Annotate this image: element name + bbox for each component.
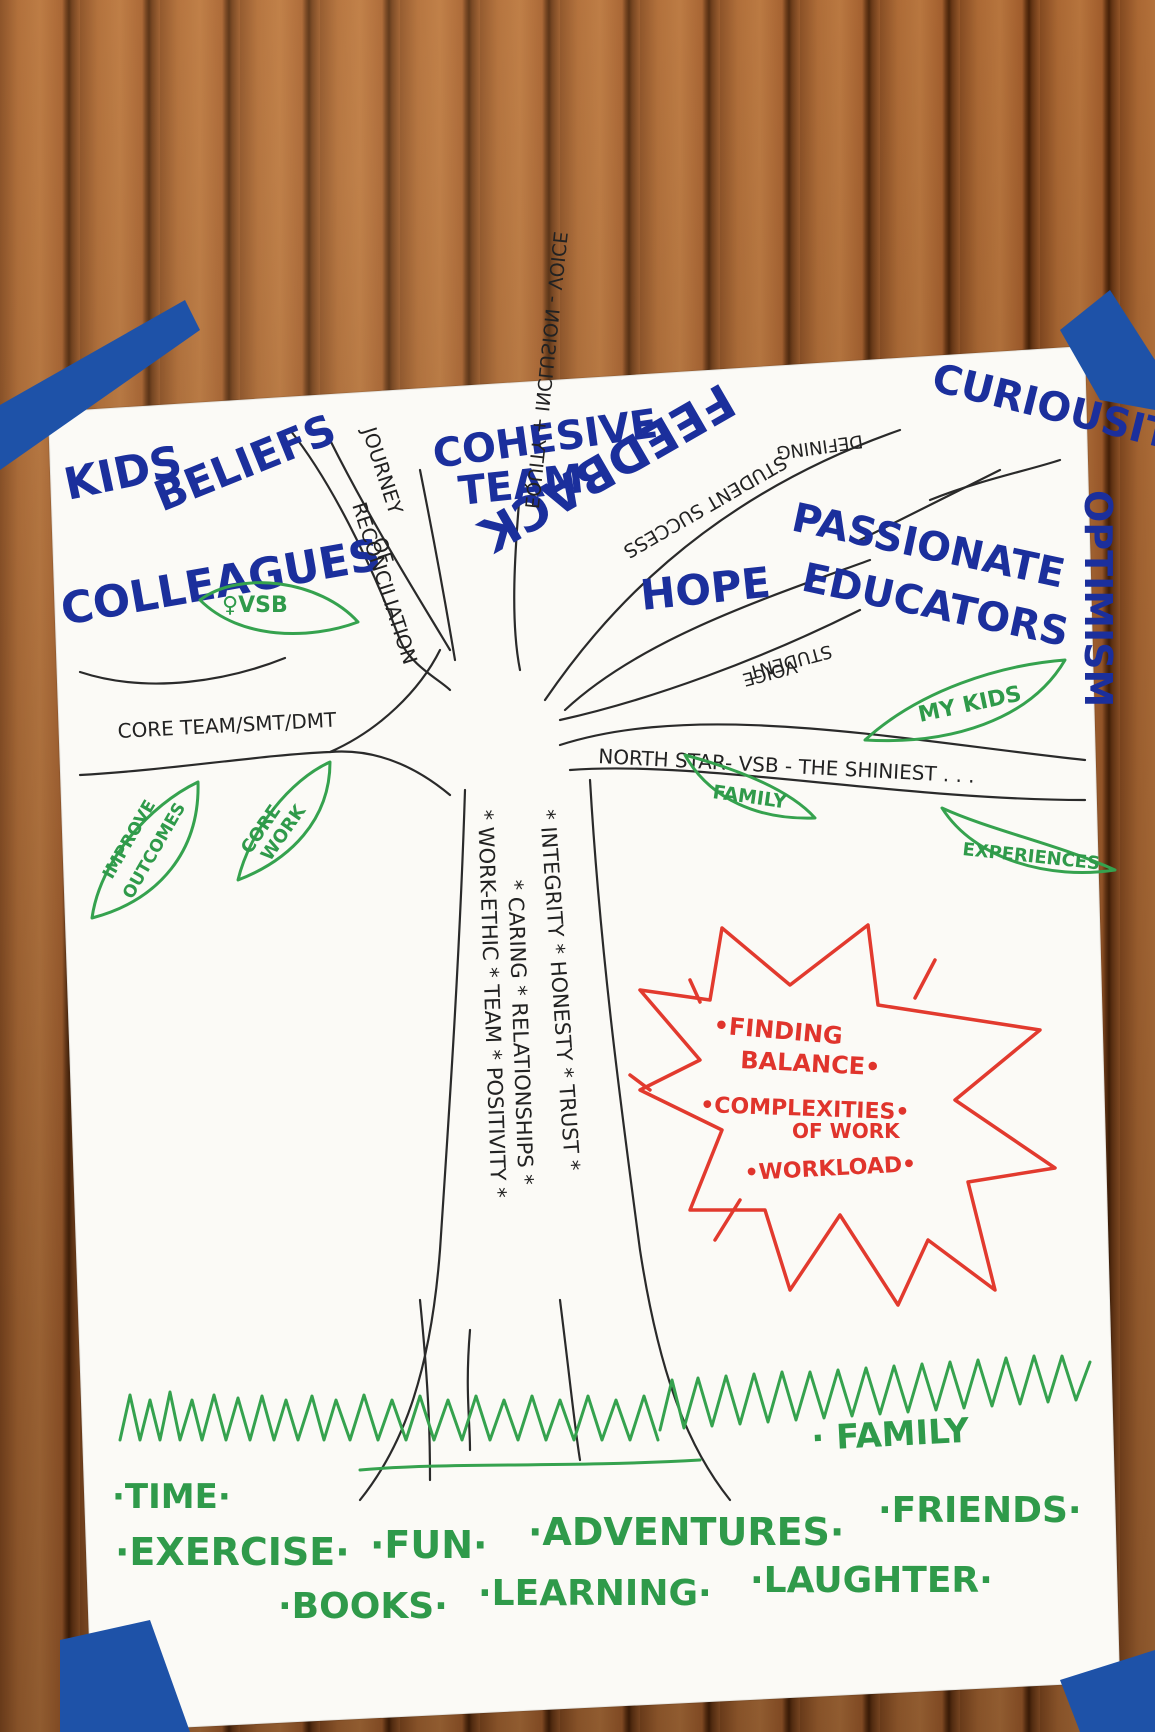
blue-tape	[0, 290, 1155, 1732]
ground-friends: ·FRIENDS·	[878, 1490, 1082, 1531]
leaf-core-work	[236, 760, 332, 882]
poster-paper	[48, 346, 1120, 1732]
ground-laughter: ·LAUGHTER·	[750, 1560, 993, 1601]
leaf-improve	[90, 780, 200, 920]
svg-text:OF WORK: OF WORK	[792, 1119, 901, 1143]
leaf-vsb	[198, 581, 360, 635]
leaf-my-kids	[863, 658, 1067, 743]
ground-learning: ·LEARNING·	[478, 1573, 712, 1614]
ground-adventures: ·ADVENTURES·	[528, 1510, 844, 1554]
ground-books: ·BOOKS·	[278, 1586, 448, 1627]
grass	[118, 1354, 1092, 1472]
ground-time: ·TIME·	[112, 1477, 231, 1517]
ground-words: · FAMILY ·TIME· ·EXERCISE· ·FUN· ·ADVENT…	[112, 1411, 1082, 1627]
ground-exercise: ·EXERCISE·	[115, 1530, 350, 1574]
ground-family: · FAMILY	[810, 1411, 970, 1459]
ground-fun: ·FUN·	[370, 1523, 488, 1567]
leaf-experiences	[940, 806, 1117, 874]
leaf-family	[683, 753, 817, 820]
tree-drawing	[78, 428, 1087, 1502]
word-optimism: OPTIMISM	[1076, 490, 1120, 707]
svg-text:♀VSB: ♀VSB	[222, 593, 288, 618]
